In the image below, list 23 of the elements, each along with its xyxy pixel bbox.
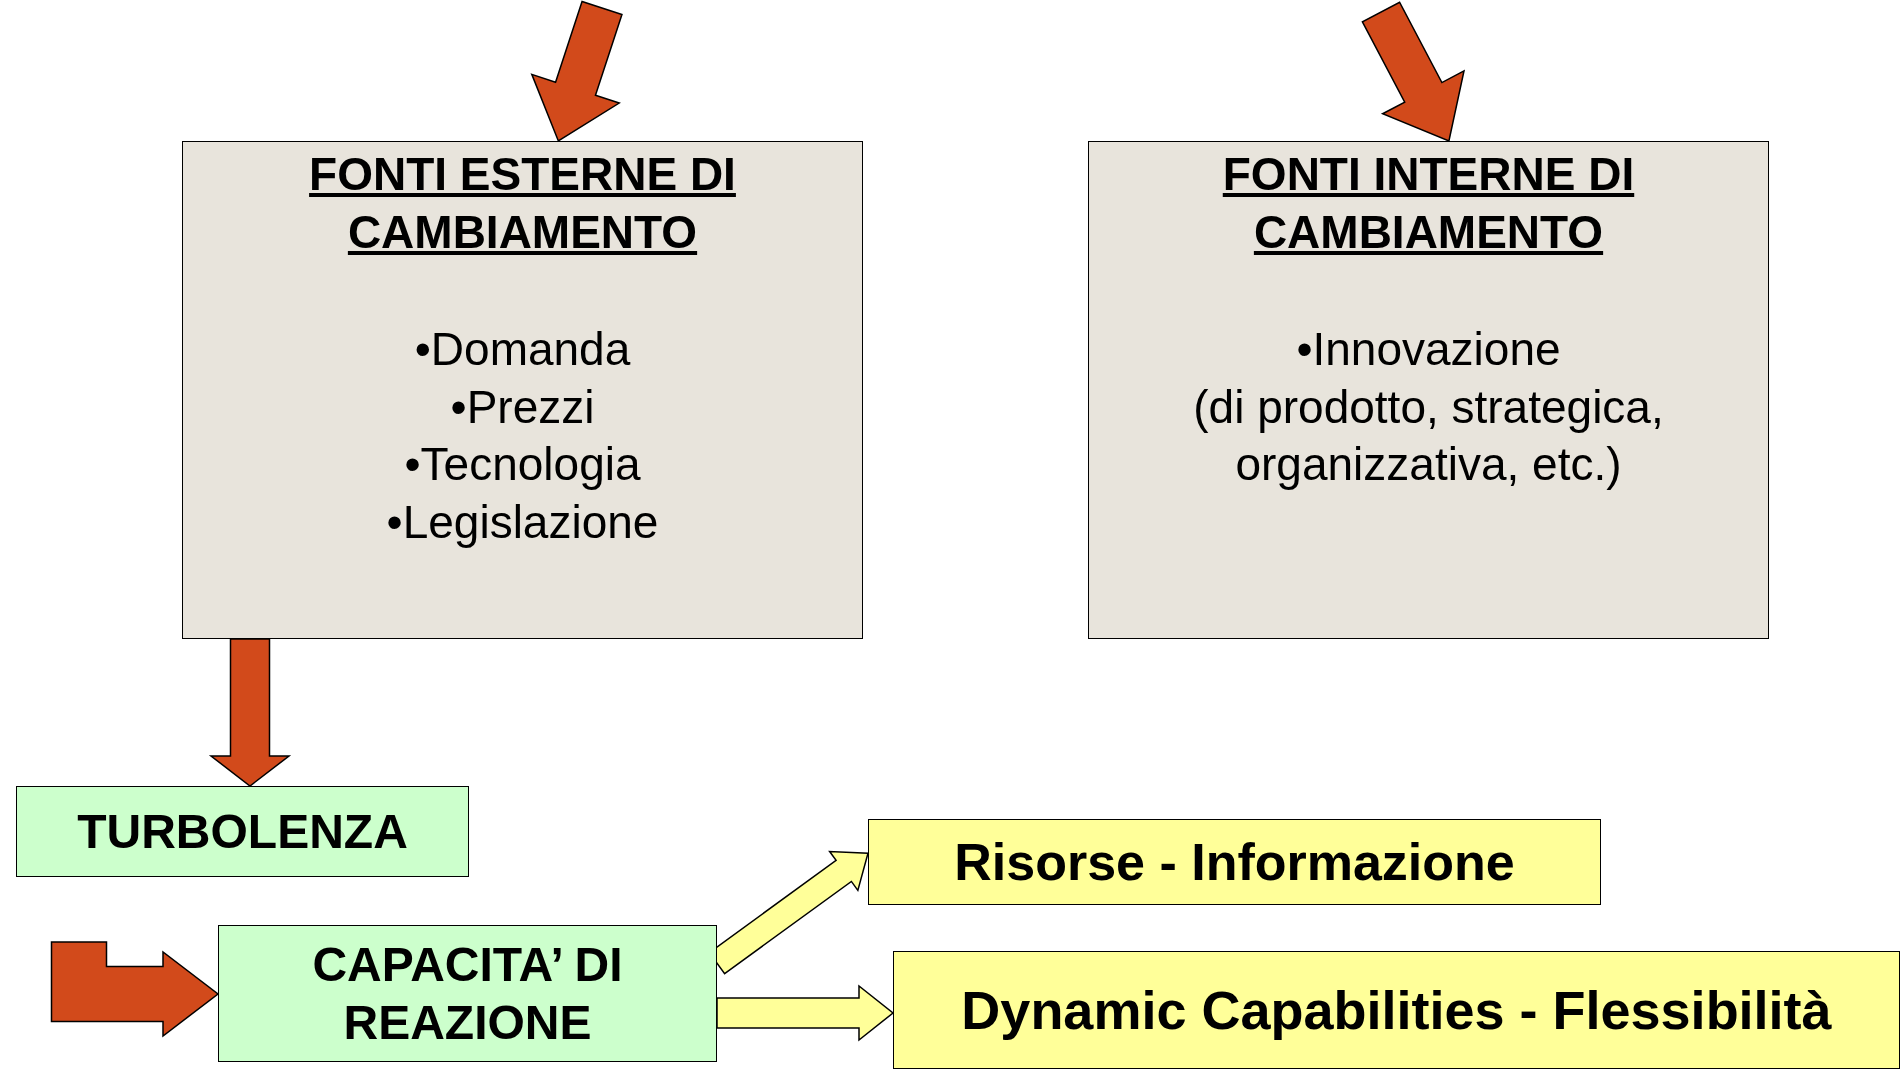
block-arrow: [1361, 1, 1466, 143]
block-arrow: [50, 941, 220, 1038]
list-item: •Innovazione: [1296, 322, 1561, 377]
list-item: •Domanda: [414, 322, 631, 377]
block-arrow: [208, 638, 292, 787]
list-item: •Legislazione: [386, 494, 659, 550]
label-box: [893, 951, 1900, 1069]
block-arrow: [716, 984, 895, 1042]
list-item: (di prodotto, strategica, organizzativa, etc.): [1192, 379, 1665, 492]
label-box: [868, 819, 1601, 905]
label-box: [218, 925, 717, 1062]
panel-heading: FONTI INTERNE DI CAMBIAMENTO: [1221, 147, 1636, 260]
list-item: •Prezzi: [450, 379, 595, 435]
text-panel: [182, 141, 863, 639]
box-label: Risorse - Informazione: [954, 831, 1515, 893]
list-item: •Tecnologia: [404, 437, 641, 492]
text-panel: [1088, 141, 1769, 639]
panel-heading: FONTI ESTERNE DI CAMBIAMENTO: [308, 147, 737, 260]
block-arrow: [530, 0, 623, 143]
box-label: TURBOLENZA: [77, 803, 408, 860]
label-box: [16, 786, 469, 877]
box-label: CAPACITA’ DI REAZIONE: [311, 936, 624, 1051]
box-label: Dynamic Capabilities - Flessibilità: [961, 978, 1832, 1042]
